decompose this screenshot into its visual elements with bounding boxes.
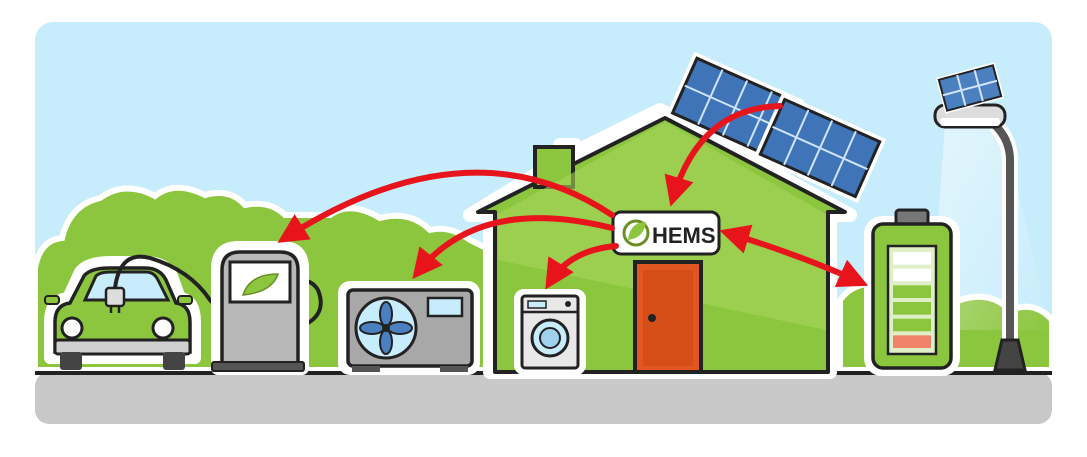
electric-car-icon — [44, 256, 201, 370]
washing-machine-icon — [514, 289, 586, 375]
arrow-to-heat-pump — [412, 215, 615, 280]
battery-cell — [893, 302, 931, 315]
street-light-icon — [930, 62, 1052, 372]
battery-cell — [893, 335, 931, 348]
battery-cell — [893, 318, 931, 332]
battery-level-cells — [893, 252, 931, 348]
battery-cell — [893, 268, 931, 282]
heat-pump-icon — [338, 281, 480, 375]
hems-flow-arrows — [277, 103, 869, 290]
hems-label: HEMS — [652, 223, 716, 248]
battery-cell — [893, 285, 931, 298]
leaf-logo-icon — [622, 219, 650, 247]
arrow-from-solar — [664, 103, 783, 207]
arrow-to-charger — [277, 169, 615, 243]
battery-cell — [893, 252, 931, 265]
ground — [35, 372, 1052, 424]
arrow-battery-two-way — [719, 224, 869, 288]
solar-panels-icon — [665, 51, 887, 204]
charging-station-icon — [211, 241, 309, 375]
arrow-to-washer — [545, 243, 619, 290]
hems-box: HEMS — [611, 210, 721, 256]
home-battery-icon — [864, 208, 960, 376]
